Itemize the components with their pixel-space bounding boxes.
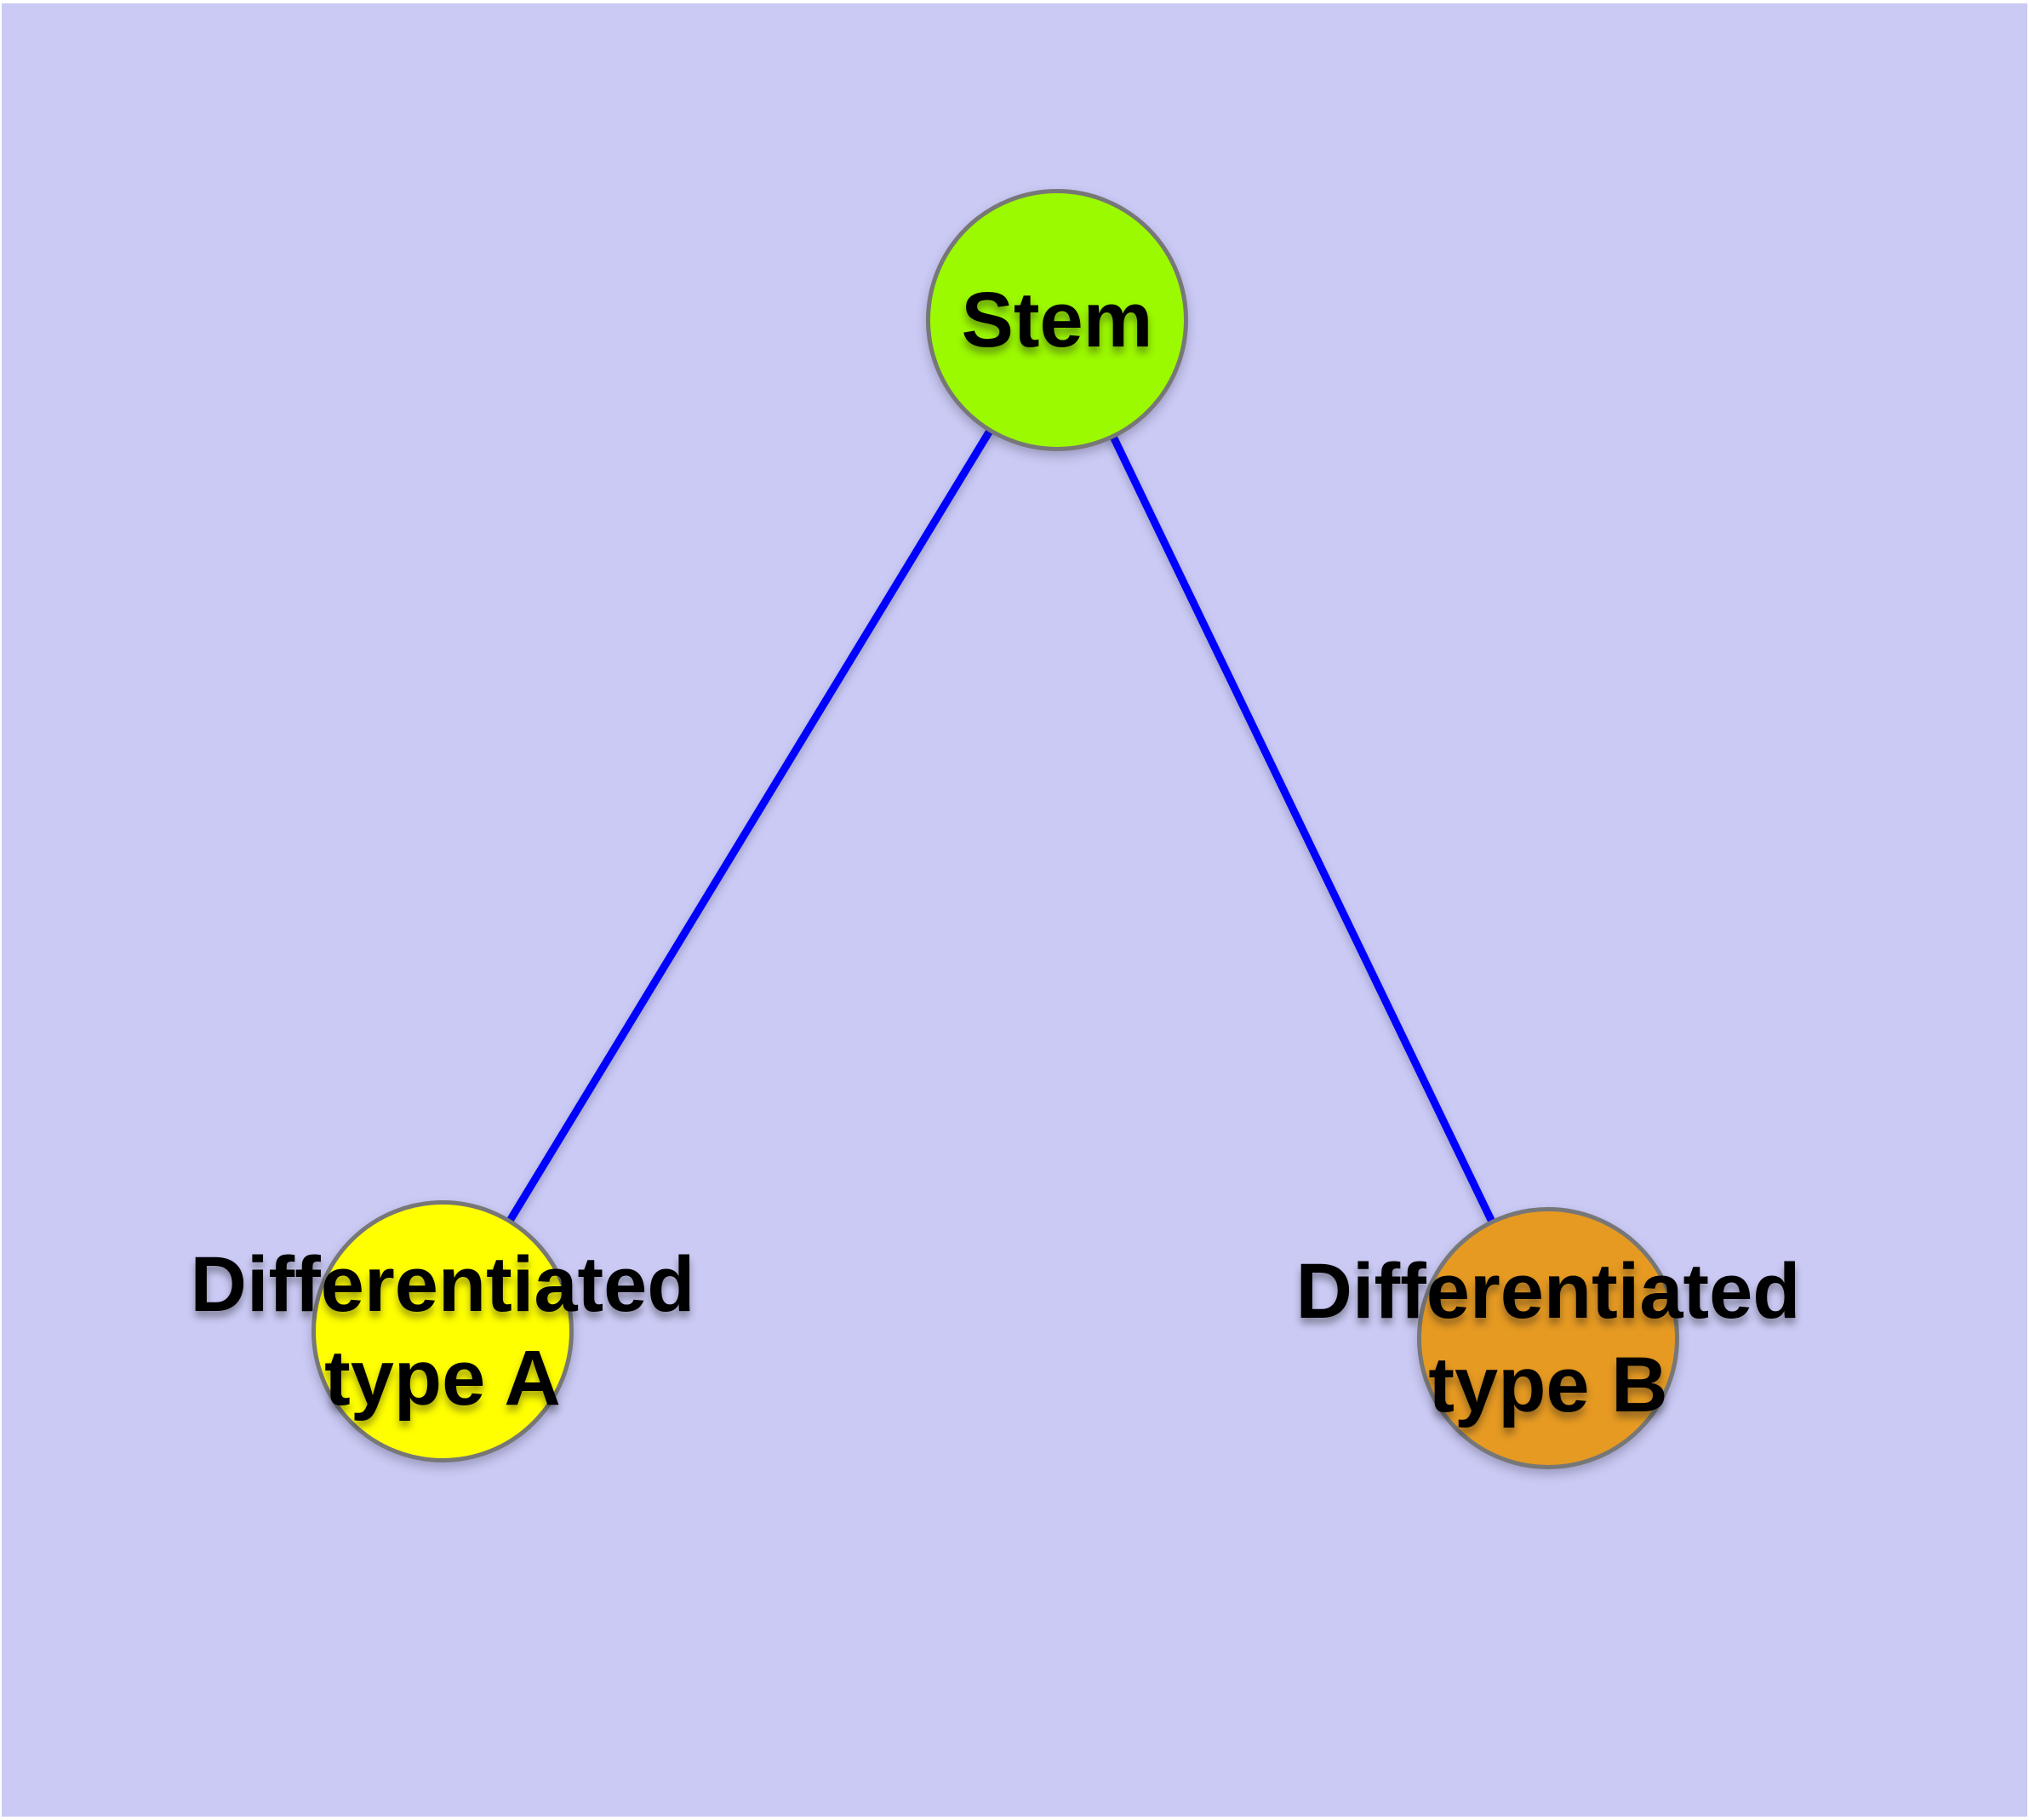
edges-layer	[439, 318, 1552, 1340]
node-differentiated-type-a[interactable]: Differentiated type A	[191, 1200, 694, 1462]
node-differentiated-type-b[interactable]: Differentiated type B	[1296, 1207, 1800, 1469]
edge-stem-to-type-a	[439, 318, 1060, 1334]
node-stem[interactable]: Stem	[926, 189, 1188, 451]
diagram-canvas: Stem Differentiated type A Differentiate…	[2, 3, 2027, 1817]
node-stem-label: Stem	[961, 277, 1153, 363]
edge-stem-to-type-b	[1053, 318, 1552, 1340]
